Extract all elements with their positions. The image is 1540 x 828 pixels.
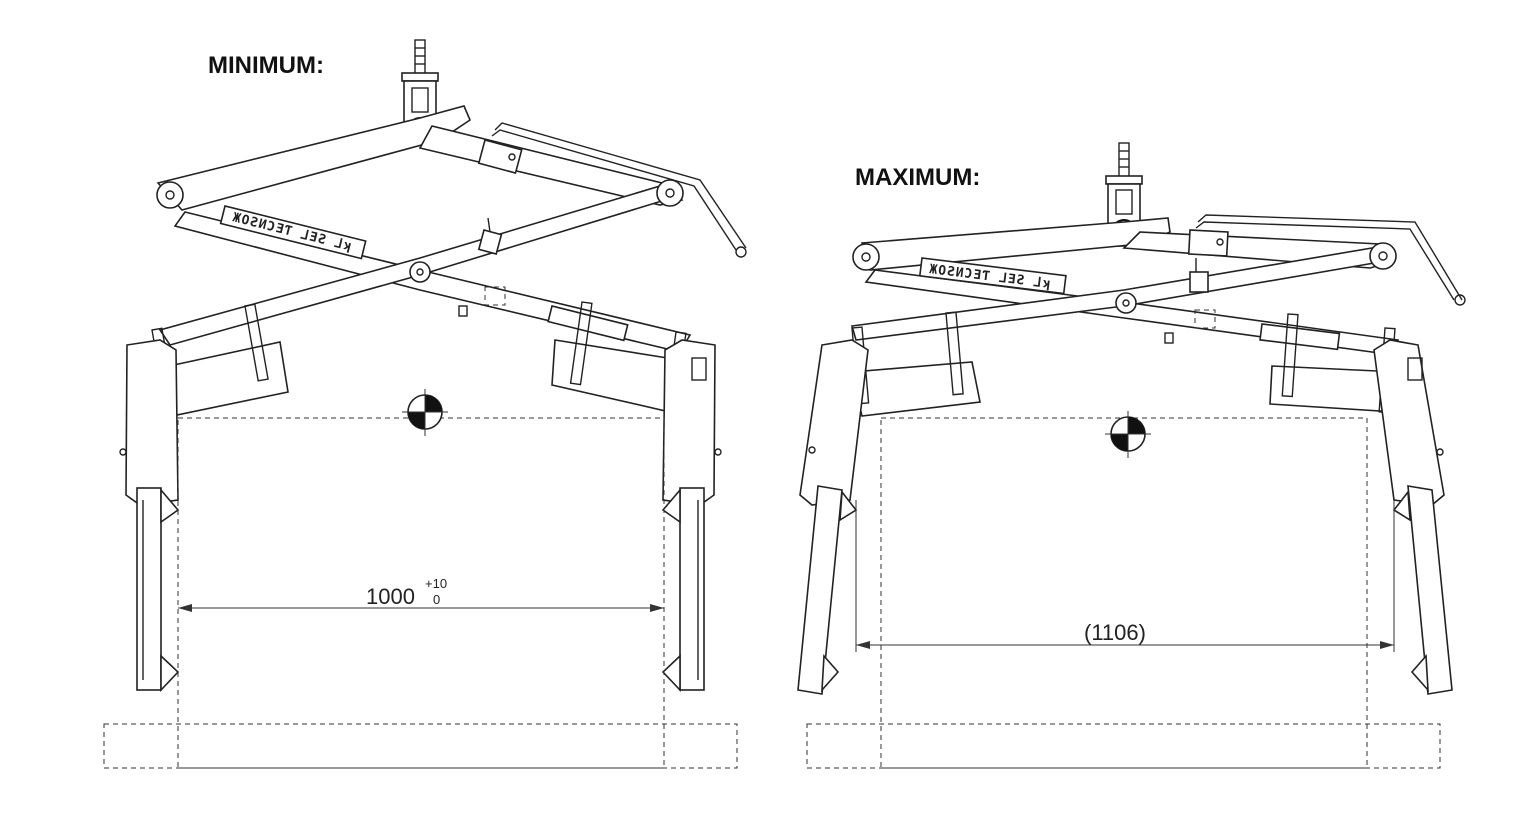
handle-rod-max <box>1187 214 1466 306</box>
jaw-right-max <box>1373 339 1453 695</box>
dimension-min: 1000 +10 0 <box>178 576 664 612</box>
tolerance-upper-min: +10 <box>425 576 447 591</box>
scissor-arm-b-max <box>850 231 1397 351</box>
jaw-left-max <box>797 339 869 695</box>
load-outline-max <box>806 417 1441 769</box>
maximum-label: MAXIMUM: <box>855 164 980 191</box>
tolerance-lower-min: 0 <box>433 592 440 607</box>
jaw-right-min <box>661 339 722 693</box>
center-of-gravity-min <box>402 389 448 436</box>
minimum-view: MINIMUM: ЖOƧИƆƎƬ ⅃ƎƧ ⅃ʞ <box>103 39 747 769</box>
minimum-label: MINIMUM: <box>208 52 324 79</box>
maximum-view: MAXIMUM: ЖOƧИƆƎƬ ⅃ƎƧ ⅃ʞ <box>797 142 1466 769</box>
pads-min <box>151 301 687 417</box>
dimension-value-min: 1000 <box>366 584 415 609</box>
center-of-gravity-max <box>1105 411 1151 458</box>
dimension-max: (1106) <box>855 500 1395 652</box>
handle-rod-min <box>477 122 747 258</box>
jaw-left-min <box>119 339 180 693</box>
load-outline-min <box>103 417 738 769</box>
dimension-value-max: (1106) <box>1084 620 1146 645</box>
